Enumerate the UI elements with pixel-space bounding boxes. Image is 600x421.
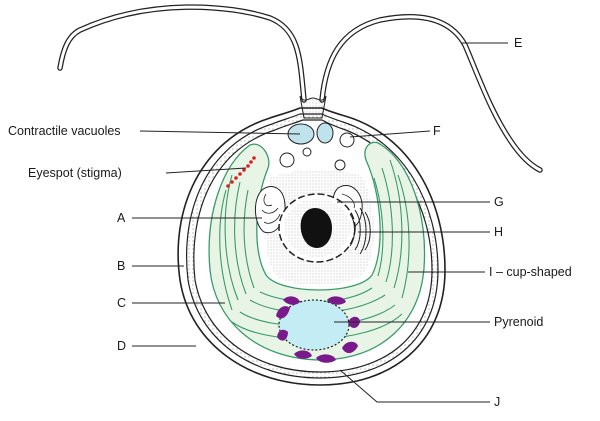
mitochondrion-left (255, 186, 286, 234)
label-g: G (494, 195, 504, 209)
leader-lines (132, 42, 508, 403)
label-f: F (433, 124, 441, 138)
label-b: B (117, 259, 125, 273)
flagellar-base (299, 95, 327, 119)
label-h: H (494, 225, 503, 239)
eyespot (226, 156, 256, 188)
left-flagellum (57, 4, 307, 103)
label-d: D (117, 339, 126, 353)
nucleolus (300, 208, 332, 248)
pyrenoid (278, 299, 350, 351)
contractile-vacuole-right (316, 122, 334, 144)
label-c: C (117, 296, 126, 310)
label-pyrenoid: Pyrenoid (494, 315, 543, 329)
label-i: I – cup-shaped (489, 265, 572, 279)
flagella (57, 4, 543, 173)
label-contractile-vacuoles: Contractile vacuoles (8, 124, 121, 138)
vesicle-f (339, 132, 355, 148)
golgi-body (349, 207, 371, 255)
label-a: A (117, 211, 126, 225)
labels: Contractile vacuoles Eyespot (stigma) A … (8, 36, 572, 409)
label-j: J (494, 395, 500, 409)
label-e: E (514, 36, 522, 50)
label-eyespot: Eyespot (stigma) (28, 166, 122, 180)
